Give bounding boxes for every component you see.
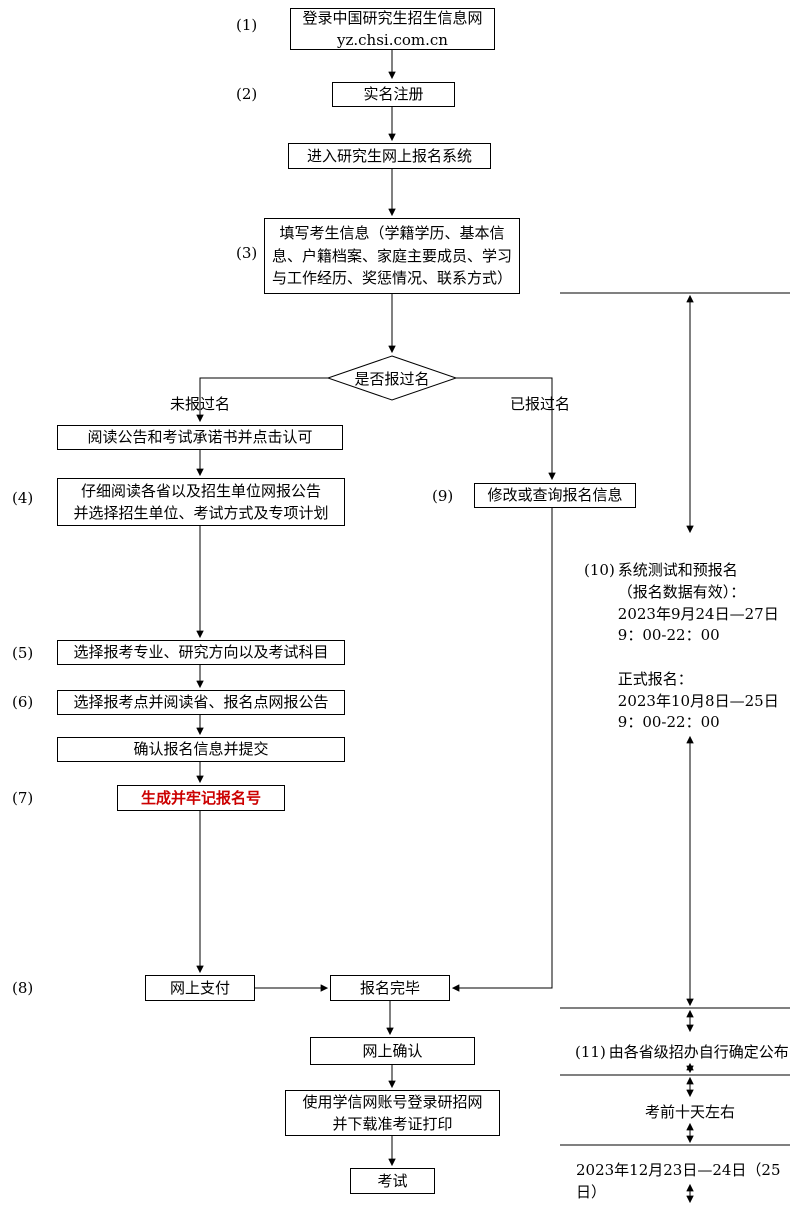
- branch-label-registered: 已报过名: [510, 395, 571, 413]
- node-registration-complete: 报名完毕: [330, 975, 450, 1001]
- node-exam: 考试: [350, 1168, 435, 1194]
- step-number-1: (1): [236, 16, 258, 34]
- node-login: 登录中国研究生招生信息网 yz.chsi.com.cn: [290, 8, 495, 50]
- node-online-confirm: 网上确认: [310, 1037, 475, 1065]
- step-number-10: (10): [584, 561, 615, 579]
- node-choose-major: 选择报考专业、研究方向以及考试科目: [57, 640, 345, 665]
- node-online-pay: 网上支付: [145, 975, 255, 1001]
- step-number-3: (3): [236, 244, 258, 262]
- node-remember-id: 生成并牢记报名号: [117, 785, 285, 811]
- node-choose-exam-site: 选择报考点并阅读省、报名点网报公告: [57, 690, 345, 715]
- step-number-5: (5): [12, 644, 34, 662]
- branch-label-not-registered: 未报过名: [170, 395, 231, 413]
- annotation-registration-dates: (10) 系统测试和预报名 （报名数据有效）： 2023年9月24日—27日 9…: [584, 560, 784, 734]
- node-enter-system: 进入研究生网上报名系统: [288, 143, 491, 169]
- node-real-name-register: 实名注册: [332, 82, 455, 107]
- step-number-11: (11): [575, 1043, 606, 1061]
- node-download-ticket: 使用学信网账号登录研招网 并下载准考证打印: [285, 1090, 500, 1136]
- annotation-pre-exam-window: 考前十天左右: [645, 1103, 736, 1121]
- node-read-notice: 阅读公告和考试承诺书并点击认可: [57, 425, 343, 450]
- node-modify-query: 修改或查询报名信息: [474, 483, 636, 508]
- annotation-province-announce: (11) 由各省级招办自行确定公布: [575, 1042, 789, 1064]
- node-fill-info: 填写考生信息（学籍学历、基本信 息、户籍档案、家庭主要成员、学习 与工作经历、奖…: [264, 218, 520, 294]
- annotation-province-announce-text: 由各省级招办自行确定公布: [608, 1043, 789, 1061]
- node-confirm-submit: 确认报名信息并提交: [57, 737, 345, 762]
- step-number-7: (7): [12, 789, 34, 807]
- step-number-2: (2): [236, 85, 258, 103]
- step-number-9: (9): [432, 487, 454, 505]
- annotation-registration-dates-text: 系统测试和预报名 （报名数据有效）： 2023年9月24日—27日 9：00-2…: [617, 561, 779, 732]
- step-number-4: (4): [12, 489, 34, 507]
- decision-label: 是否报过名: [354, 370, 430, 388]
- step-number-8: (8): [12, 979, 34, 997]
- annotation-exam-date: 2023年12月23日—24日（25日）: [576, 1161, 781, 1201]
- step-number-6: (6): [12, 693, 34, 711]
- node-read-province-notice: 仔细阅读各省以及招生单位网报公告 并选择招生单位、考试方式及专项计划: [57, 478, 345, 526]
- decision-diamond-shape: [326, 355, 458, 401]
